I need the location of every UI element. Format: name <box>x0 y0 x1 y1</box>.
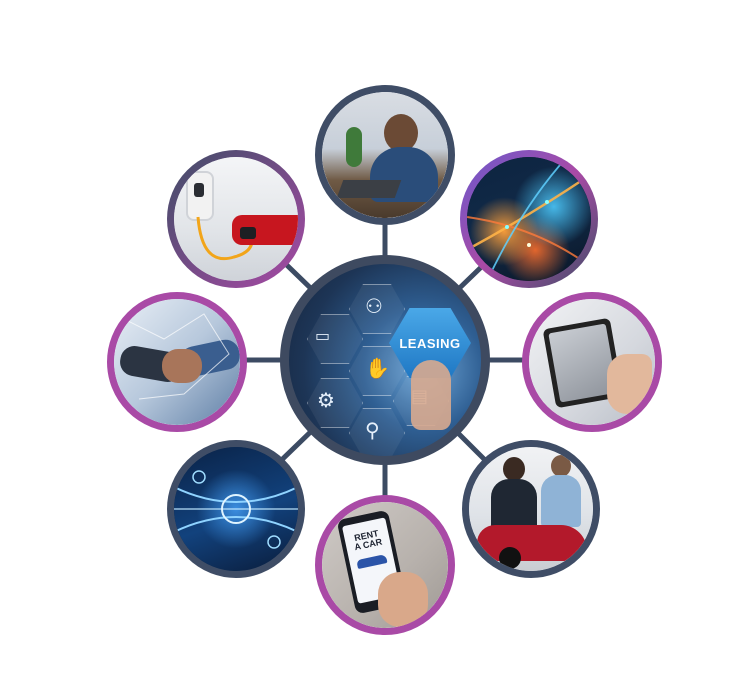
highway-lines <box>174 470 298 549</box>
pointing-hand <box>411 360 451 430</box>
man-at-laptop-photo <box>315 85 455 225</box>
clasped-hands <box>162 349 202 383</box>
network-icon: ⚇ <box>365 294 383 318</box>
city-traffic-night-photo <box>460 150 598 288</box>
leasing-hub: LEASING ⚇ ▭ ✋ ⚙ ▤ ⚲ <box>280 255 490 465</box>
car-dealership-photo <box>462 440 600 578</box>
magnifier-icon: ⚲ <box>365 418 380 442</box>
rent-a-car-text: RENT A CAR <box>353 528 384 553</box>
business-handshake-photo <box>107 292 247 432</box>
person-head <box>384 114 418 152</box>
light-trails <box>467 157 591 281</box>
tablet-presentation-photo <box>522 292 662 432</box>
money-icon: ▭ <box>315 326 331 345</box>
ev-charger-photo <box>167 150 305 288</box>
car-icon <box>356 553 388 570</box>
smart-highway-photo <box>167 440 305 578</box>
hand <box>378 572 428 627</box>
wall-charger <box>186 171 214 221</box>
charge-port <box>240 227 256 239</box>
customer-shirt <box>541 475 581 527</box>
charging-cable <box>196 216 254 260</box>
salesman-head <box>503 457 525 481</box>
network-overlay <box>123 313 230 400</box>
car-wheel <box>499 547 521 569</box>
hex-cell <box>307 314 363 364</box>
hex-cell <box>349 284 405 334</box>
red-car <box>477 525 587 561</box>
customer-head <box>551 455 571 477</box>
hex-cell <box>307 378 363 428</box>
salesman-suit <box>491 479 537 529</box>
charger-display <box>194 183 204 197</box>
hand-key-icon: ✋ <box>365 356 390 380</box>
leasing-label: LEASING <box>399 335 461 351</box>
rent-a-car-phone-photo: RENT A CAR <box>315 495 455 635</box>
laptop <box>336 180 402 198</box>
hand <box>607 354 652 414</box>
plant <box>346 127 362 167</box>
gears-icon: ⚙ <box>317 388 335 412</box>
